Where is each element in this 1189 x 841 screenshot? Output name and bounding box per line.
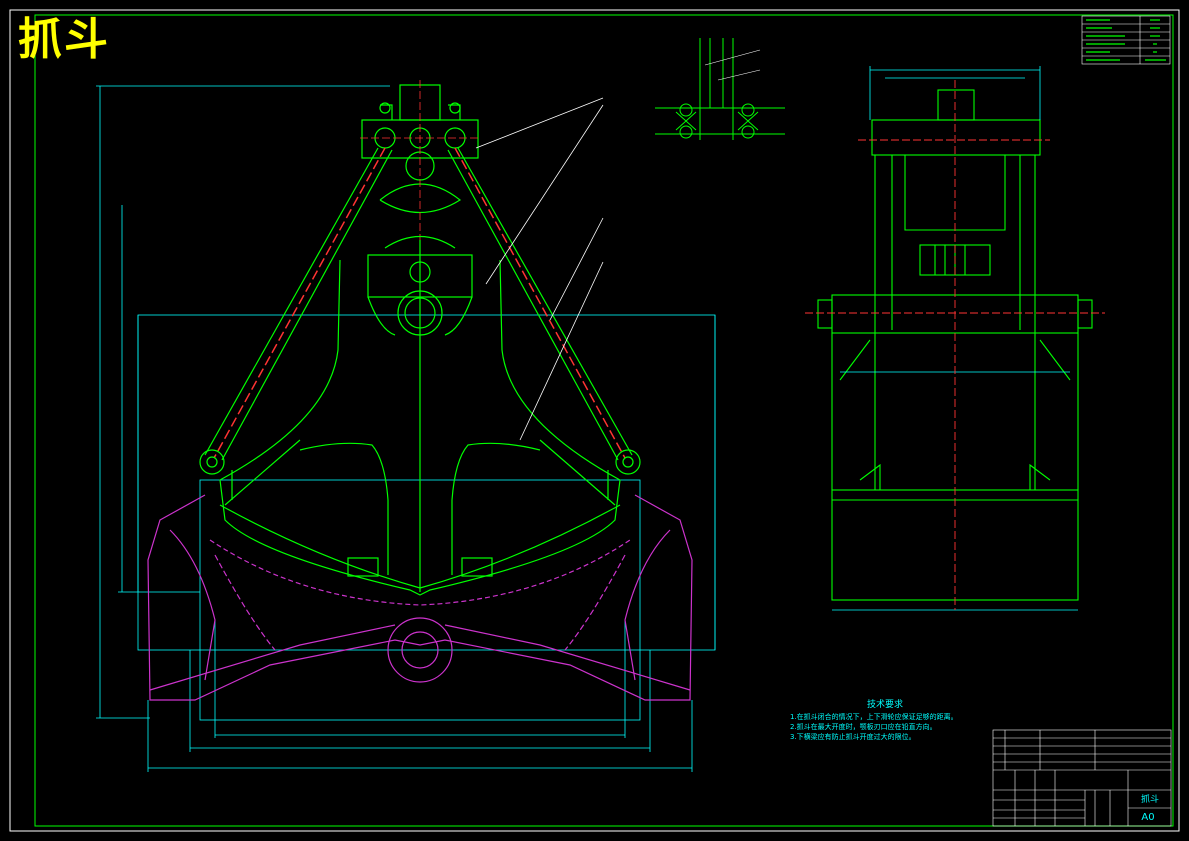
- rope-reeving-detail: [655, 38, 785, 140]
- leader-lines: [475, 97, 604, 441]
- jaw-hinge-pins: [199, 449, 641, 475]
- drawing-title-stamp: 抓斗: [18, 14, 110, 65]
- technical-requirement-item: 2.抓斗在最大开度时，颚板刃口应在铅直方向。: [790, 723, 937, 731]
- drawing-frame: [9, 9, 1180, 832]
- technical-requirements: 技术要求 1.在抓斗闭合的情况下，上下滑轮应保证足够的距离。 2.抓斗在最大开度…: [790, 700, 980, 742]
- opened-jaw-outline: [147, 494, 693, 701]
- title-block-sheet-size: A0: [1141, 812, 1154, 823]
- title-block-part-name: 抓斗: [1141, 793, 1159, 805]
- parameter-table: [1081, 15, 1171, 65]
- technical-requirement-item: 3.下横梁应有防止抓斗开度过大的限位。: [790, 733, 916, 741]
- technical-requirement-item: 1.在抓斗闭合的情况下，上下滑轮应保证足够的距离。: [790, 713, 958, 721]
- technical-requirements-heading: 技术要求: [866, 700, 903, 710]
- side-view: [817, 89, 1093, 601]
- strut-links: [204, 147, 633, 461]
- inner-frame: [34, 14, 1174, 827]
- title-block-grid: [992, 729, 1172, 827]
- closed-jaw: [219, 240, 621, 596]
- dimension-lines: [96, 85, 716, 772]
